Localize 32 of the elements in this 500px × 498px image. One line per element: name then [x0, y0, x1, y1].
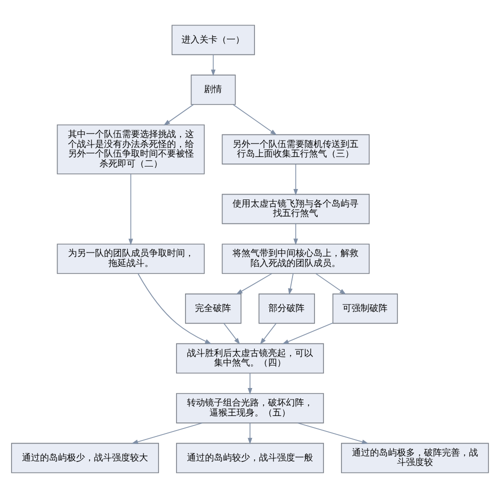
node-box: 剧情: [190, 74, 236, 105]
node-box: 战斗胜利后太虚古镜亮起，可以集中煞气。（四）: [176, 343, 324, 374]
node-box: 可强制破阵: [332, 294, 398, 324]
arrow: [164, 104, 194, 126]
arrow: [293, 164, 298, 196]
node-box: 通过的岛屿极少，战斗强度较大: [11, 442, 159, 474]
arrow: [232, 104, 277, 136]
arrow: [210, 54, 216, 76]
node-box: 将煞气带到中间核心岛上，解救陷入死战的团队成员。: [222, 244, 370, 274]
node-box: 部分破阵: [258, 294, 315, 324]
arrow: [282, 322, 334, 344]
node-box: 进入关卡（一）: [172, 24, 255, 56]
node-box: 其中一个队伍需要选择挑战，这个战斗是没有办法杀死怪的，给另外一个队伍争取时间不要被怪杀死即可（二）: [56, 124, 205, 174]
arrow: [315, 273, 346, 295]
arrow: [293, 223, 298, 246]
arrow: [223, 322, 240, 345]
node-box: 另外一个队伍需要随机传送到五行岛上面收集五行煞气（三）: [222, 134, 370, 164]
arrow: [131, 422, 203, 444]
arrow: [248, 372, 252, 395]
arrow: [128, 174, 134, 246]
arrow: [138, 273, 212, 344]
node-box: 使用太虚古镜飞翔与各个岛屿寻找五行煞气: [222, 194, 370, 224]
arrow: [288, 273, 294, 295]
arrow: [248, 422, 252, 444]
node-box: 通过的岛屿极多，破阵完善，战斗强度较: [341, 442, 489, 474]
node-box: 完全破阵: [185, 294, 242, 324]
node-box: 通过的岛屿较少，战斗强度一般: [176, 442, 324, 474]
arrow: [236, 273, 272, 294]
arrow: [297, 422, 369, 444]
arrow: [260, 322, 277, 345]
node-box: 转动镜子组合光路，破坏幻阵，逼猴王现身。（五）: [176, 393, 324, 424]
node-box: 为另一队的团队成员争取时间，拖延战斗。: [56, 244, 205, 274]
